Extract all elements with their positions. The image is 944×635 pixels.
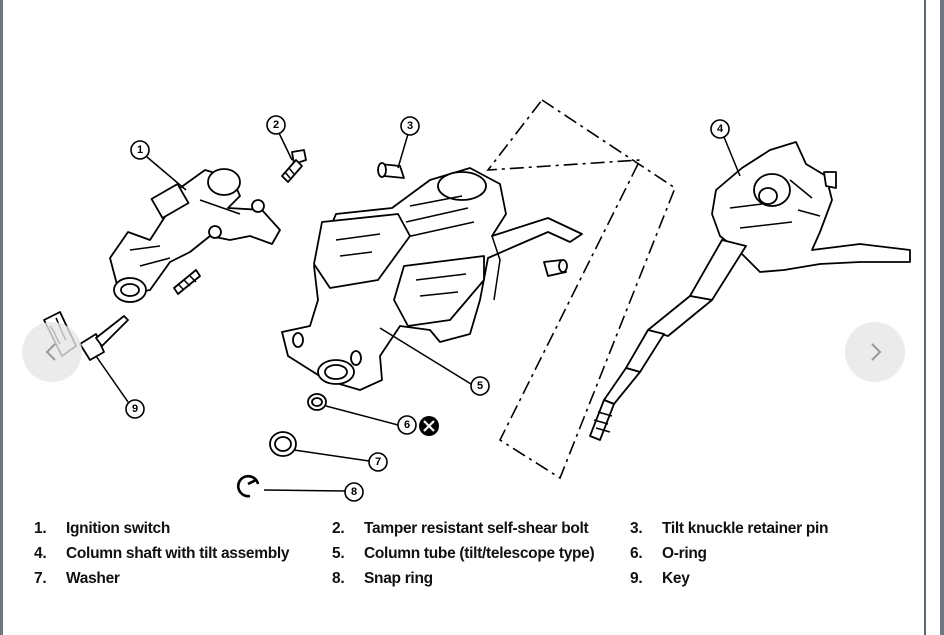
legend-number: 6. (630, 545, 643, 562)
column-tube-part (281, 167, 583, 391)
legend-label: Key (662, 570, 690, 587)
chevron-left-icon (45, 343, 56, 361)
svg-text:1: 1 (137, 144, 143, 156)
svg-text:3: 3 (407, 120, 413, 132)
self-shear-bolt-part (281, 149, 307, 183)
legend-item: 5. Column tube (tilt/telescope type) (332, 544, 630, 563)
column-shaft-part (589, 141, 911, 441)
callout-7: 7 (368, 452, 388, 472)
callout-2: 2 (266, 115, 286, 135)
legend-number: 7. (34, 570, 47, 587)
callout-4: 4 (710, 119, 730, 139)
ignition-switch-part (109, 168, 281, 303)
legend-label: Column shaft with tilt assembly (66, 545, 290, 562)
legend-label: O-ring (662, 545, 707, 562)
svg-text:4: 4 (717, 123, 724, 135)
legend-label: Washer (66, 570, 120, 587)
legend-item: 9. Key (630, 569, 904, 588)
legend-number: 3. (630, 520, 643, 537)
callout-8: 8 (344, 482, 364, 502)
window-frame-left (0, 0, 3, 635)
window-frame-right (924, 0, 944, 635)
callout-9: 9 (125, 399, 145, 419)
legend-number: 5. (332, 545, 345, 562)
legend-label: Tamper resistant self-shear bolt (364, 520, 589, 537)
svg-text:6: 6 (404, 419, 410, 431)
svg-text:7: 7 (375, 456, 381, 468)
chevron-right-icon (871, 343, 882, 361)
previous-image-button[interactable] (22, 322, 82, 382)
snap-ring-part (236, 474, 260, 498)
legend-item: 3. Tilt knuckle retainer pin (630, 519, 904, 538)
callout-1: 1 (130, 140, 150, 160)
legend-label: Column tube (tilt/telescope type) (364, 545, 595, 562)
legend-item: 1. Ignition switch (34, 519, 332, 538)
diagram-figure: 1 2 3 4 5 6 7 8 9 (43, 98, 911, 502)
legend-number: 8. (332, 570, 345, 587)
legend-number: 4. (34, 545, 47, 562)
assembly-dashed-boundary (486, 98, 676, 480)
legend-number: 2. (332, 520, 345, 537)
steering-column-diagram: 1 2 3 4 5 6 7 8 9 (43, 98, 911, 502)
legend-number: 1. (34, 520, 47, 537)
svg-text:9: 9 (132, 403, 138, 415)
svg-text:5: 5 (477, 380, 483, 392)
legend-item: 6. O-ring (630, 544, 904, 563)
retainer-pin-part (377, 162, 405, 179)
tilt-pin-part (543, 259, 568, 277)
legend-label: Snap ring (364, 570, 433, 587)
small-screw-part (173, 269, 201, 295)
callout-5: 5 (470, 376, 490, 396)
legend-label: Ignition switch (66, 520, 170, 537)
svg-text:8: 8 (351, 486, 357, 498)
callout-3: 3 (400, 116, 420, 136)
legend-number: 9. (630, 570, 643, 587)
legend-item: 8. Snap ring (332, 569, 630, 588)
legend-item: 4. Column shaft with tilt assembly (34, 544, 332, 563)
legend-item: 7. Washer (34, 569, 332, 588)
legend-item: 2. Tamper resistant self-shear bolt (332, 519, 630, 538)
legend-label: Tilt knuckle retainer pin (662, 520, 829, 537)
circle-x-icon (419, 416, 439, 436)
parts-legend: 1. Ignition switch 2. Tamper resistant sel… (34, 519, 904, 588)
next-image-button[interactable] (845, 322, 905, 382)
callout-6: 6 (397, 415, 417, 435)
svg-text:2: 2 (273, 119, 279, 131)
